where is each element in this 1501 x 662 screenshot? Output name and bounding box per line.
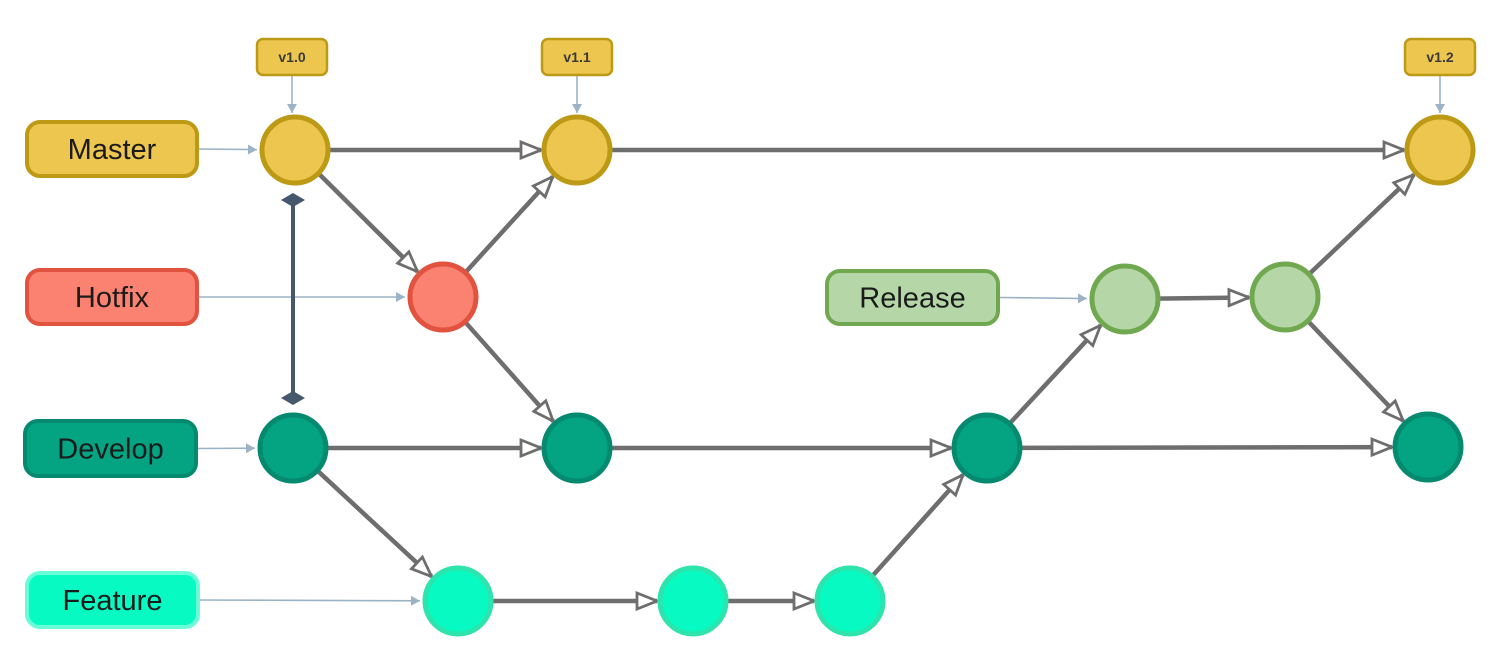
commit-r2-release — [1249, 261, 1321, 333]
edge-d3-d4 — [1017, 447, 1392, 448]
commit-m3-master — [1404, 114, 1476, 186]
commit-d4-develop — [1392, 411, 1464, 483]
branch-label-box-feature — [25, 571, 200, 629]
label-connector-release — [998, 293, 1088, 304]
branch-label-box-master — [25, 120, 199, 178]
tag-v1.2: v1.2 — [1403, 37, 1477, 77]
commit-f2-feature — [657, 565, 729, 637]
commit-edges-layer — [314, 150, 1414, 601]
branch-label-box-release — [825, 269, 1000, 326]
commit-nodes-layer — [257, 114, 1476, 637]
branch-label-box-develop — [23, 419, 198, 478]
edge-d3-r1 — [1006, 325, 1100, 427]
branch-label-text-release: Release — [859, 283, 965, 315]
branch-label-text-hotfix: Hotfix — [75, 282, 150, 314]
commit-d1-develop — [257, 412, 329, 484]
edge-f3-d3 — [869, 475, 963, 580]
tag-v1.0: v1.0 — [255, 37, 329, 77]
tag-box-v1.2 — [1403, 37, 1477, 77]
branch-label-text-master: Master — [68, 134, 157, 166]
tag-v1.1: v1.1 — [540, 37, 614, 77]
label-connector-feature — [198, 595, 421, 606]
edge-d1-f1 — [314, 467, 432, 576]
commit-h1-hotfix — [407, 261, 479, 333]
branch-label-develop: Develop — [23, 419, 198, 478]
tag-box-v1.1 — [540, 37, 614, 77]
tag-text-v1.1: v1.1 — [563, 49, 590, 65]
label-connector-master — [197, 144, 258, 155]
tag-box-v1.0 — [255, 37, 329, 77]
commit-d3-develop — [951, 412, 1023, 484]
branch-label-release: Release — [825, 269, 1000, 326]
commit-d2-develop — [541, 412, 613, 484]
edge-r1-r2 — [1155, 297, 1249, 298]
commit-r1-release — [1089, 263, 1161, 335]
commit-f1-feature — [422, 565, 494, 637]
branch-label-text-develop: Develop — [57, 434, 163, 466]
edge-h1-m2 — [462, 177, 553, 276]
edge-r2-m3 — [1305, 175, 1413, 278]
branch-label-text-feature: Feature — [63, 585, 163, 617]
edge-h1-d2 — [461, 318, 554, 421]
branch-label-feature: Feature — [25, 571, 200, 629]
tag-text-v1.0: v1.0 — [278, 49, 305, 65]
commit-m2-master — [541, 114, 613, 186]
branch-label-master: Master — [25, 120, 199, 178]
thin-connectors-layer — [196, 76, 1445, 606]
branch-label-hotfix: Hotfix — [25, 268, 199, 326]
commit-m1-master — [259, 114, 331, 186]
commit-f3-feature — [814, 565, 886, 637]
branch-label-box-hotfix — [25, 268, 199, 326]
edge-r2-d4 — [1304, 317, 1403, 421]
edge-m1-h1 — [315, 170, 417, 272]
tag-text-v1.2: v1.2 — [1426, 49, 1453, 65]
